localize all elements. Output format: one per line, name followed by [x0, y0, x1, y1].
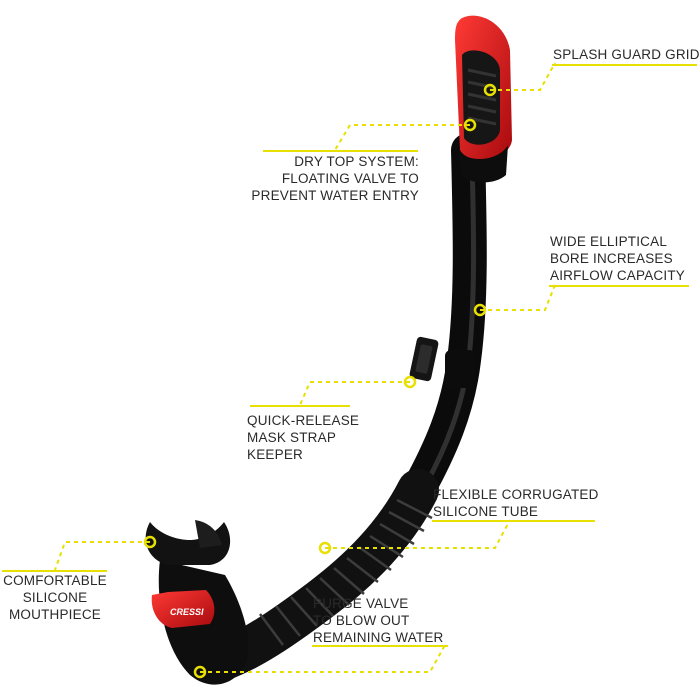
callout-line: TO BLOW OUT: [313, 613, 410, 628]
callout-line: REMAINING WATER: [313, 630, 444, 645]
brand-badge: [151, 590, 215, 628]
callout-line: SILICONE TUBE: [433, 504, 539, 519]
callout-line: PURGE VALVE: [313, 596, 409, 611]
callout-line: BORE INCREASES: [550, 251, 673, 266]
callout-line: FLOATING VALVE TO: [281, 171, 419, 186]
callout-purge-valve: PURGE VALVE TO BLOW OUT REMAINING WATER: [313, 595, 444, 646]
marker-points: [143, 83, 497, 679]
snorkel-tube: [401, 133, 487, 507]
callout-underline: [432, 520, 595, 522]
brand-logo: CRESSI: [170, 607, 204, 617]
callout-line: WIDE ELLIPTICAL: [550, 234, 668, 249]
leader-lines: [54, 62, 556, 673]
mouthpiece-bite: [145, 522, 231, 565]
callout-line: MOUTHPIECE: [8, 607, 101, 622]
callout-line: DRY TOP SYSTEM:: [294, 154, 419, 169]
callout-line: MASK STRAP: [247, 430, 337, 445]
callout-line: SPLASH GUARD GRID: [553, 47, 700, 62]
callout-dry-top: DRY TOP SYSTEM: FLOATING VALVE TO PREVEN…: [250, 153, 419, 204]
callout-line: QUICK-RELEASE: [247, 413, 360, 428]
callout-line: SILICONE: [22, 590, 88, 605]
callout-corrugated: FLEXIBLE CORRUGATED SILICONE TUBE: [433, 486, 599, 520]
callout-line: PREVENT WATER ENTRY: [251, 188, 419, 203]
callout-line: AIRFLOW CAPACITY: [550, 268, 685, 283]
callout-strap-keeper: QUICK-RELEASE MASK STRAP KEEPER: [247, 412, 359, 463]
corrugated-tube: [201, 469, 439, 681]
callout-bore: WIDE ELLIPTICAL BORE INCREASES AIRFLOW C…: [550, 233, 685, 284]
dry-top-valve: [455, 15, 512, 183]
callout-underline: [263, 150, 418, 152]
callout-splash-guard: SPLASH GUARD GRID: [553, 46, 700, 63]
callout-line: COMFORTABLE: [3, 573, 107, 588]
callout-line: FLEXIBLE CORRUGATED: [433, 487, 599, 502]
callout-underline: [250, 405, 350, 407]
callout-underline: [2, 570, 107, 572]
callout-underline: [549, 285, 689, 287]
callout-mouthpiece: COMFORTABLE SILICONE MOUTHPIECE: [0, 572, 110, 623]
callout-line: KEEPER: [247, 447, 303, 462]
callout-underline: [552, 64, 697, 66]
callout-underline: [312, 645, 448, 647]
strap-keeper-clip: [409, 336, 475, 388]
